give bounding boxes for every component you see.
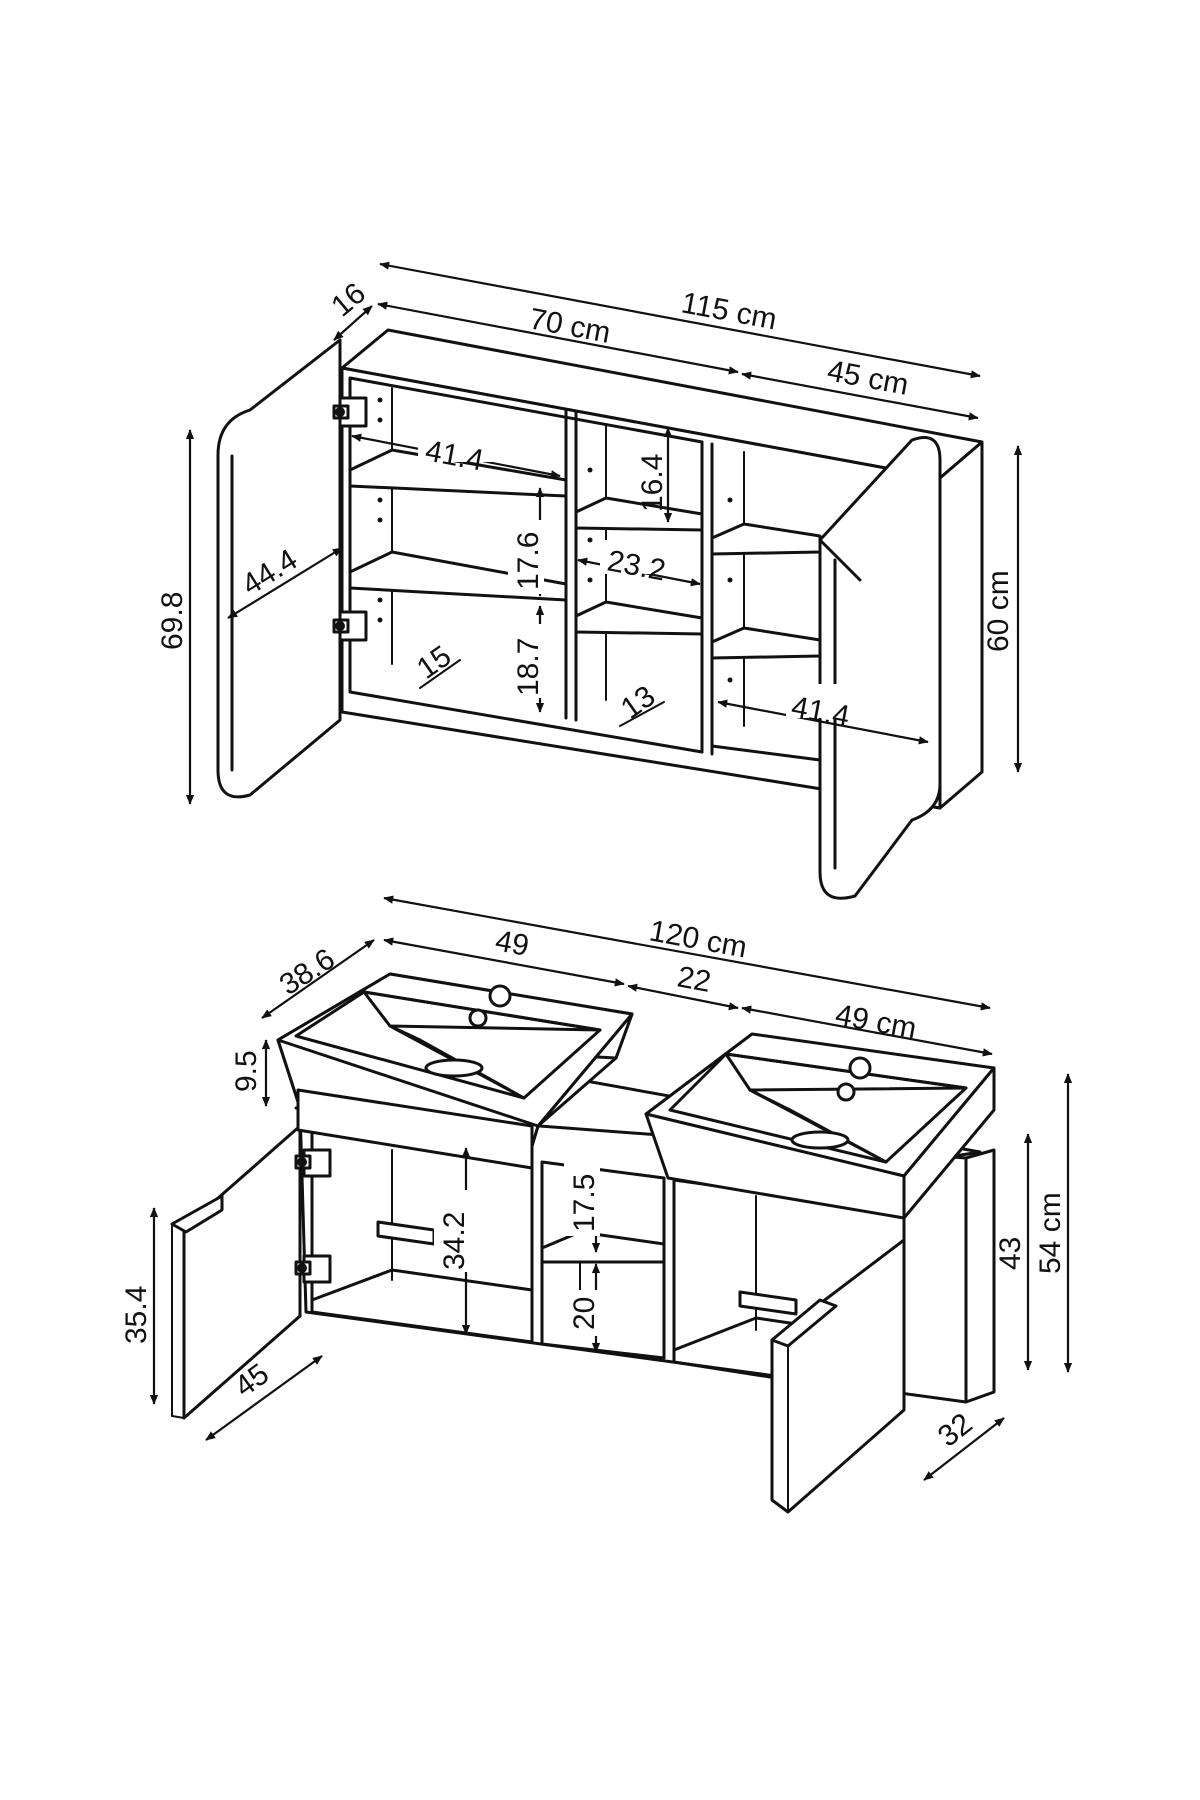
hinge-icon	[294, 1148, 332, 1178]
tap-hole-icon	[468, 1008, 488, 1028]
dim-line-total-width	[383, 895, 991, 1011]
hinge-icon	[294, 1254, 332, 1284]
dim-label-cabinet-height: 43	[994, 1237, 1027, 1270]
dim-label-gap: 22	[675, 960, 714, 998]
dim-label-depth: 16	[325, 277, 372, 324]
dim-label-door-height: 69.8	[156, 592, 189, 650]
dim-label-left-width: 70 cm	[527, 302, 613, 349]
dim-label-total-width: 120 cm	[647, 914, 750, 964]
dim-label-height: 60 cm	[982, 570, 1015, 652]
dim-label-basin-depth: 38.6	[274, 942, 341, 1001]
right-door	[770, 1238, 906, 1514]
dim-line-gap	[627, 983, 739, 1011]
right-door	[818, 436, 942, 900]
dim-label-basin-right: 49 cm	[833, 998, 919, 1045]
dim-label-door-height: 35.4	[120, 1286, 153, 1344]
dim-line-shelf-depth-left	[419, 659, 461, 689]
shelf-pin-holes	[377, 397, 733, 683]
dim-line-shelf-depth-middle	[619, 701, 665, 727]
middle-compartment	[540, 1160, 666, 1360]
dim-line-shelf-right	[717, 699, 929, 745]
dim-line-right-width	[741, 371, 979, 421]
vanity-right-side	[964, 1148, 996, 1404]
dim-line-basin-right	[741, 1005, 993, 1057]
dim-label-gap-bottom: 18.7	[512, 638, 545, 696]
dim-line-left-width	[377, 301, 739, 375]
dim-label-cabinet-depth: 32	[932, 1407, 979, 1454]
overflow-icon	[488, 984, 512, 1008]
dim-line-door-width	[205, 1355, 323, 1441]
dim-label-gap-top: 16.4	[636, 454, 669, 512]
cabinet-right-side	[938, 440, 984, 810]
dim-line-basin-depth	[261, 939, 375, 1019]
dim-label-gap-mid: 17.6	[512, 532, 545, 590]
hinge-icon	[332, 610, 368, 642]
right-basin	[644, 1032, 996, 1220]
tap-hole-icon	[836, 1082, 856, 1102]
dim-label-basin-left: 49	[493, 924, 532, 962]
shelf	[574, 600, 704, 636]
dim-line-door-width	[227, 547, 343, 619]
vanity-unit: 120 cm 49 22 49 cm 38.6 9.5 35.4 45 34.2…	[120, 895, 1073, 1514]
dim-label-middle-lower: 20	[568, 1297, 601, 1330]
dim-line-cabinet-depth	[923, 1417, 1005, 1481]
dim-line-depth	[333, 305, 373, 341]
mirror-cabinet: 115 cm 70 cm 45 cm 16 69.8 60 cm 44.4 41…	[156, 261, 1023, 900]
dim-label-basin-height: 9.5	[230, 1050, 263, 1092]
dim-line-basin-left	[383, 937, 625, 987]
dim-label-total-height: 54 cm	[1034, 1192, 1067, 1274]
hinge-icon	[332, 396, 368, 428]
dim-label-inner-height: 34.2	[438, 1212, 471, 1270]
overflow-icon	[848, 1056, 872, 1080]
dim-label-middle-upper: 17.5	[568, 1174, 601, 1232]
